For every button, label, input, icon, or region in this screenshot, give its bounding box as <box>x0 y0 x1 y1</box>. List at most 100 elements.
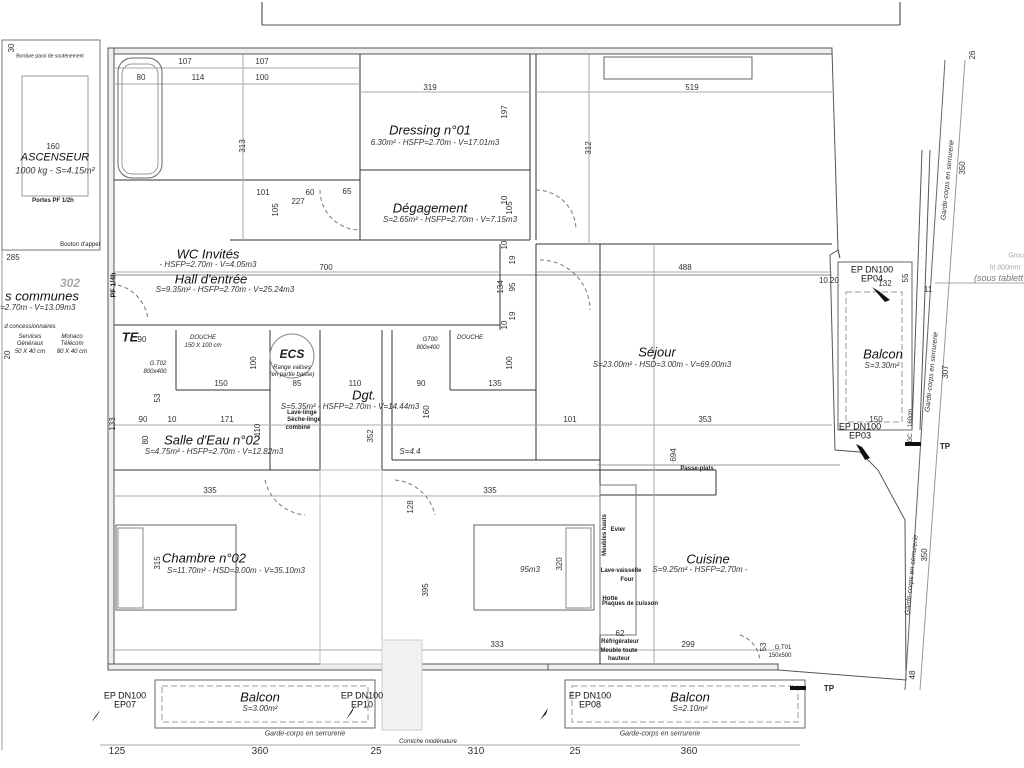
room-info-balcon-sw: S=3.00m² <box>242 704 278 713</box>
dimension-label: 160 <box>46 142 60 151</box>
dimension-label: 395 <box>421 583 430 597</box>
room-info-salle-eau: S=4.75m² - HSFP=2.70m - V=12.82m3 <box>144 447 284 456</box>
groupe-label: Grou <box>1008 252 1024 260</box>
dimension-label: 80 <box>141 435 150 445</box>
combine-label: combiné <box>285 425 311 431</box>
groupe-sous-label: (sous tablett <box>973 273 1023 283</box>
drain-name: EP DN100 <box>850 264 894 275</box>
tp-label: TP <box>823 684 835 693</box>
drain-name: EP DN100 <box>340 690 384 701</box>
dimension-label: 150 <box>869 415 883 424</box>
dimension-label: 101 <box>256 188 270 197</box>
dimension-label: 101 <box>563 415 577 424</box>
dimension-label: 128 <box>406 500 415 514</box>
dimension-label: 19 <box>508 255 517 265</box>
lave-linge-label: Lave-linge <box>287 410 317 416</box>
dimension-label: 80 <box>136 73 146 82</box>
hauteur-label: hauteur <box>607 656 631 662</box>
dimension-label: 100 <box>249 356 258 370</box>
dimension-label: 20 <box>3 350 12 360</box>
room-info-communes: SFP=2.70m - V=13.09m3 <box>0 303 76 312</box>
room-name-balcon-east: Balcon <box>863 346 903 362</box>
bordure-label: Bordure paroi de soutènement <box>16 53 84 60</box>
dimension-label: 227 <box>291 197 305 206</box>
room-name-dgt: Dgt. <box>352 387 376 403</box>
dimension-label: 26 <box>968 50 977 60</box>
room-info-balcon-se: S=2.10m² <box>672 704 708 713</box>
dimension-label: 11 <box>923 285 933 294</box>
room-info-ascenseur: 1000 kg - S=4.15m² <box>15 165 95 176</box>
room-info-wc: - HSFP=2.70m - V=4.05m3 <box>159 260 257 269</box>
concessionnaires-label: d concessionnaires <box>4 324 56 330</box>
railing-label: Garde-corps en serrurerie <box>619 730 701 738</box>
dimension-label: 333 <box>490 640 504 649</box>
range-valises-label: Range valises <box>273 365 311 371</box>
dimension-label: 90 <box>137 335 147 344</box>
drain-name: EP DN100 <box>568 690 612 701</box>
telecom-label: Télécom <box>60 341 84 347</box>
douche-label-2: DOUCHE <box>456 335 484 341</box>
room-name-sejour: Séjour <box>638 344 676 360</box>
dimension-label: 319 <box>423 83 437 92</box>
dimension-label: 30 <box>7 43 16 53</box>
dimension-label: 125 <box>108 746 126 757</box>
outer-wall-west <box>107 47 115 671</box>
gc-size-label: 160cm <box>908 408 914 428</box>
dimension-label: 65 <box>342 187 352 196</box>
four-label: Four <box>620 577 634 583</box>
portes-pf-label: Portes PF 1/2h <box>32 198 74 204</box>
seche-linge-label: Sèche-linge <box>287 417 321 423</box>
dimension-label: 53 <box>759 642 768 652</box>
room-name-balcon-se: Balcon <box>670 689 710 705</box>
room-name-balcon-sw: Balcon <box>240 689 280 705</box>
douche-size-label: 150 X 100 cm <box>184 343 222 349</box>
gt00-label: GT00 <box>422 337 438 343</box>
dimension-label: 335 <box>483 486 497 495</box>
dimension-label: 105 <box>271 203 280 217</box>
services-label: Services <box>18 334 42 340</box>
dimension-label: 134 <box>496 280 505 294</box>
dimension-label: 25 <box>569 746 581 757</box>
dimension-label: 312 <box>584 141 593 155</box>
outer-wall-north <box>107 47 833 55</box>
dimension-label: 90 <box>138 415 148 424</box>
hotte-label: Hotte <box>602 596 618 602</box>
dimension-label: 10 <box>500 240 509 250</box>
room-name-salle-eau: Salle d'Eau n°02 <box>164 432 260 448</box>
dimension-label: 700 <box>319 263 333 272</box>
room-info-sejour: S=23.00m² - HSD=3.00m - V=69.00m3 <box>592 360 732 369</box>
dimension-label: 132 <box>878 279 892 288</box>
meuble-toute-label: Meuble toute <box>600 648 638 654</box>
generaux-label: Généraux <box>16 341 44 347</box>
dimension-label: 350 <box>958 161 967 175</box>
ecs-label: ECS <box>279 347 305 361</box>
drain-name: EP DN100 <box>103 690 147 701</box>
partie-basse-label: (en partie basse) <box>269 372 315 378</box>
dimension-label: 53 <box>153 393 162 403</box>
drain-id: EP04 <box>860 274 884 284</box>
room-info-cuisine: S=9.25m² - HSFP=2.70m - <box>652 565 748 574</box>
room-info-balcon-east: S=3.30m² <box>864 361 900 370</box>
dimension-label: 90 <box>416 379 426 388</box>
evier-label: Evier <box>610 527 626 533</box>
dimension-label: 694 <box>669 448 678 462</box>
te-label: TE <box>121 329 139 345</box>
dimension-label: 519 <box>685 83 699 92</box>
gt02-label: G.T02 <box>149 361 167 367</box>
drain-id: EP03 <box>848 431 872 441</box>
meubles-hauts-label: Meubles hauts <box>602 514 608 556</box>
elevator-shaft <box>1 39 101 251</box>
tp-label: TP <box>939 442 951 451</box>
dimension-label: 360 <box>680 746 698 757</box>
dimension-label: 350 <box>920 548 929 562</box>
room-name-ascenseur: ASCENSEUR <box>20 151 90 164</box>
dimension-label: 60 <box>305 188 315 197</box>
dimension-label: 353 <box>698 415 712 424</box>
dimension-label: 110 <box>253 423 262 437</box>
dimension-label: 285 <box>6 253 20 262</box>
room-info-dgt: S=5.35m² - HSFP=2.70m - V=14.44m3 <box>280 402 420 411</box>
dimension-label: 62 <box>615 629 625 638</box>
